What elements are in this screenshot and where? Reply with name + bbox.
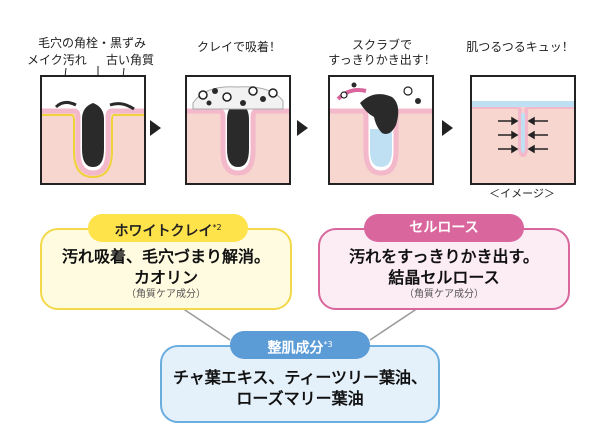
image-note: ＜イメージ＞ xyxy=(489,187,555,200)
skin-conditioning-line1: チャ葉エキス、ティーツリー葉油、 xyxy=(172,368,428,387)
step-arrow-3 xyxy=(442,120,453,136)
step-arrow-1 xyxy=(150,120,161,136)
cellulose-line2: 結晶セルロース xyxy=(388,268,500,287)
white-clay-tag: ホワイトクレイ*2 xyxy=(88,214,248,242)
white-clay-line2: カオリン xyxy=(133,268,198,287)
cellulose-line1: 汚れをすっきりかき出す。 xyxy=(349,247,539,266)
step3-panel-scrub-out xyxy=(328,75,434,185)
skin-conditioning-tag: 整肌成分*3 xyxy=(230,331,370,359)
annotation-makeup: メイク汚れ xyxy=(27,53,87,67)
step-arrow-2 xyxy=(297,120,308,136)
white-clay-line1: 汚れ吸着、毛穴づまり解消。 xyxy=(61,247,270,266)
white-clay-note: （角質ケア成分） xyxy=(126,289,206,300)
cellulose-note: （角質ケア成分） xyxy=(404,289,484,300)
step4-panel-smooth-skin xyxy=(470,75,576,185)
step3-caption: スクラブで すっきりかき出す！ xyxy=(328,38,436,67)
step4-caption: 肌つるつるキュッ！ xyxy=(466,40,574,54)
annotation-old-keratin: 古い角質 xyxy=(106,53,155,67)
step2-panel-clay-absorb xyxy=(185,75,291,185)
cellulose-tag: セルロース xyxy=(364,214,524,242)
annotation-pore-plug: 毛穴の角栓・黒ずみ xyxy=(38,36,147,50)
step2-caption: クレイで吸着！ xyxy=(196,40,281,54)
skin-conditioning-line2: ローズマリー葉油 xyxy=(236,389,364,408)
step1-panel-clogged-pore xyxy=(40,75,146,185)
